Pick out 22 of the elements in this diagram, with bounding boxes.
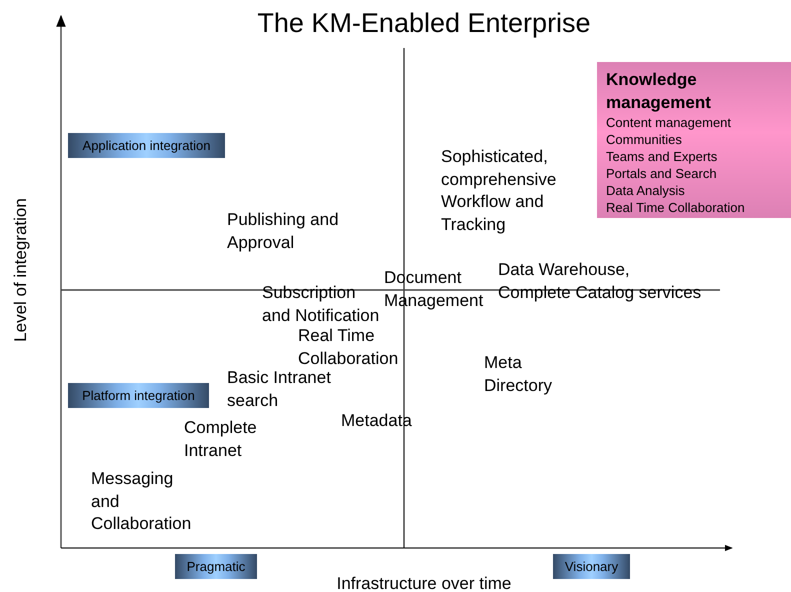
list-item: Real Time Collaboration [606, 199, 746, 216]
axis-title: Level of integration [10, 198, 31, 342]
gradient-tag: Pragmatic [175, 554, 257, 579]
gradient-tag: Application integration [68, 133, 225, 158]
quadrant-text: Real Time Collaboration [298, 325, 398, 370]
gradient-tag: Platform integration [68, 383, 209, 408]
list-item: Teams and Experts [606, 148, 718, 165]
quadrant-text: Meta Directory [484, 352, 552, 396]
gradient-tag: Visionary [553, 554, 630, 579]
list-item: Content management [606, 114, 732, 131]
quadrant-text: Complete Intranet [184, 417, 257, 462]
list-item: Data Analysis [606, 182, 686, 199]
quadrant-text: Sophisticated, comprehensive Workflow and Tracking [441, 146, 556, 236]
category-box [597, 62, 791, 218]
quadrant-text: Messaging and Collaboration [91, 468, 192, 535]
box-heading: Knowledge management [606, 69, 712, 114]
diagram-title: The KM-Enabled Enterprise [256, 8, 592, 39]
list-item: Communities [606, 131, 683, 148]
quadrant-text: Publishing and Approval [227, 209, 339, 254]
list-item: Portals and Search [606, 165, 718, 182]
quadrant-text: Basic Intranet search [227, 367, 331, 412]
axis-title: Infrastructure over time [336, 573, 512, 592]
